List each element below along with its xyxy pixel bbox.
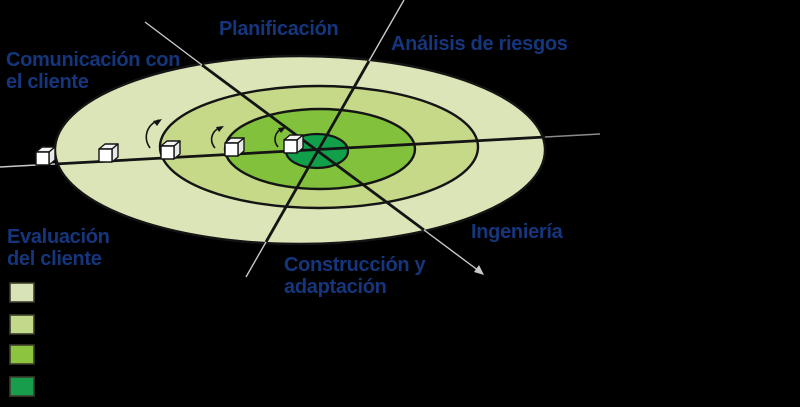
milestone-cube — [283, 134, 304, 154]
axis-extension-upper-left — [144, 21, 203, 66]
axis-extension-bottom — [245, 241, 267, 278]
milestone-cube — [224, 137, 245, 157]
label-engineering: Ingeniería — [471, 221, 563, 243]
label-customer-evaluation: Evaluación del cliente — [7, 226, 110, 270]
axis-extension-top — [368, 0, 405, 62]
label-risk-analysis: Análisis de riesgos — [391, 33, 568, 55]
spiral-direction-arrows — [145, 119, 286, 149]
legend-swatch-outer — [9, 282, 35, 303]
curve-arrowhead-icon — [216, 126, 224, 132]
curve-arrowhead-icon — [153, 119, 162, 126]
label-construction-adaptation-line1: Construcción y — [284, 254, 426, 276]
sector-line-diagonal-inner — [201, 63, 425, 232]
label-customer-communication-line2: el cliente — [6, 71, 89, 93]
label-planning: Planificación — [219, 18, 339, 40]
label-customer-communication-line1: Comunicación con — [6, 49, 181, 71]
legend-swatch-third — [9, 344, 35, 365]
arrowhead-lower-right-icon — [474, 265, 484, 275]
legend — [9, 282, 35, 397]
curve-arrowhead-icon — [278, 127, 286, 133]
milestone-cubes — [35, 134, 304, 166]
milestone-cube — [160, 140, 181, 160]
milestone-cube — [35, 146, 56, 166]
label-construction-adaptation: Construcción y adaptación — [284, 254, 426, 298]
legend-swatch-center — [9, 376, 35, 397]
label-customer-evaluation-line2: del cliente — [7, 248, 102, 270]
label-customer-communication: Comunicación con el cliente — [6, 49, 180, 93]
axis-extension-right — [544, 133, 601, 138]
axis-extension-lower-right — [423, 229, 480, 272]
legend-swatch-second — [9, 314, 35, 335]
sector-line-steep-inner — [264, 60, 371, 243]
milestone-cube — [98, 143, 119, 163]
label-customer-evaluation-line1: Evaluación — [7, 226, 110, 248]
label-construction-adaptation-line2: adaptación — [284, 276, 387, 298]
